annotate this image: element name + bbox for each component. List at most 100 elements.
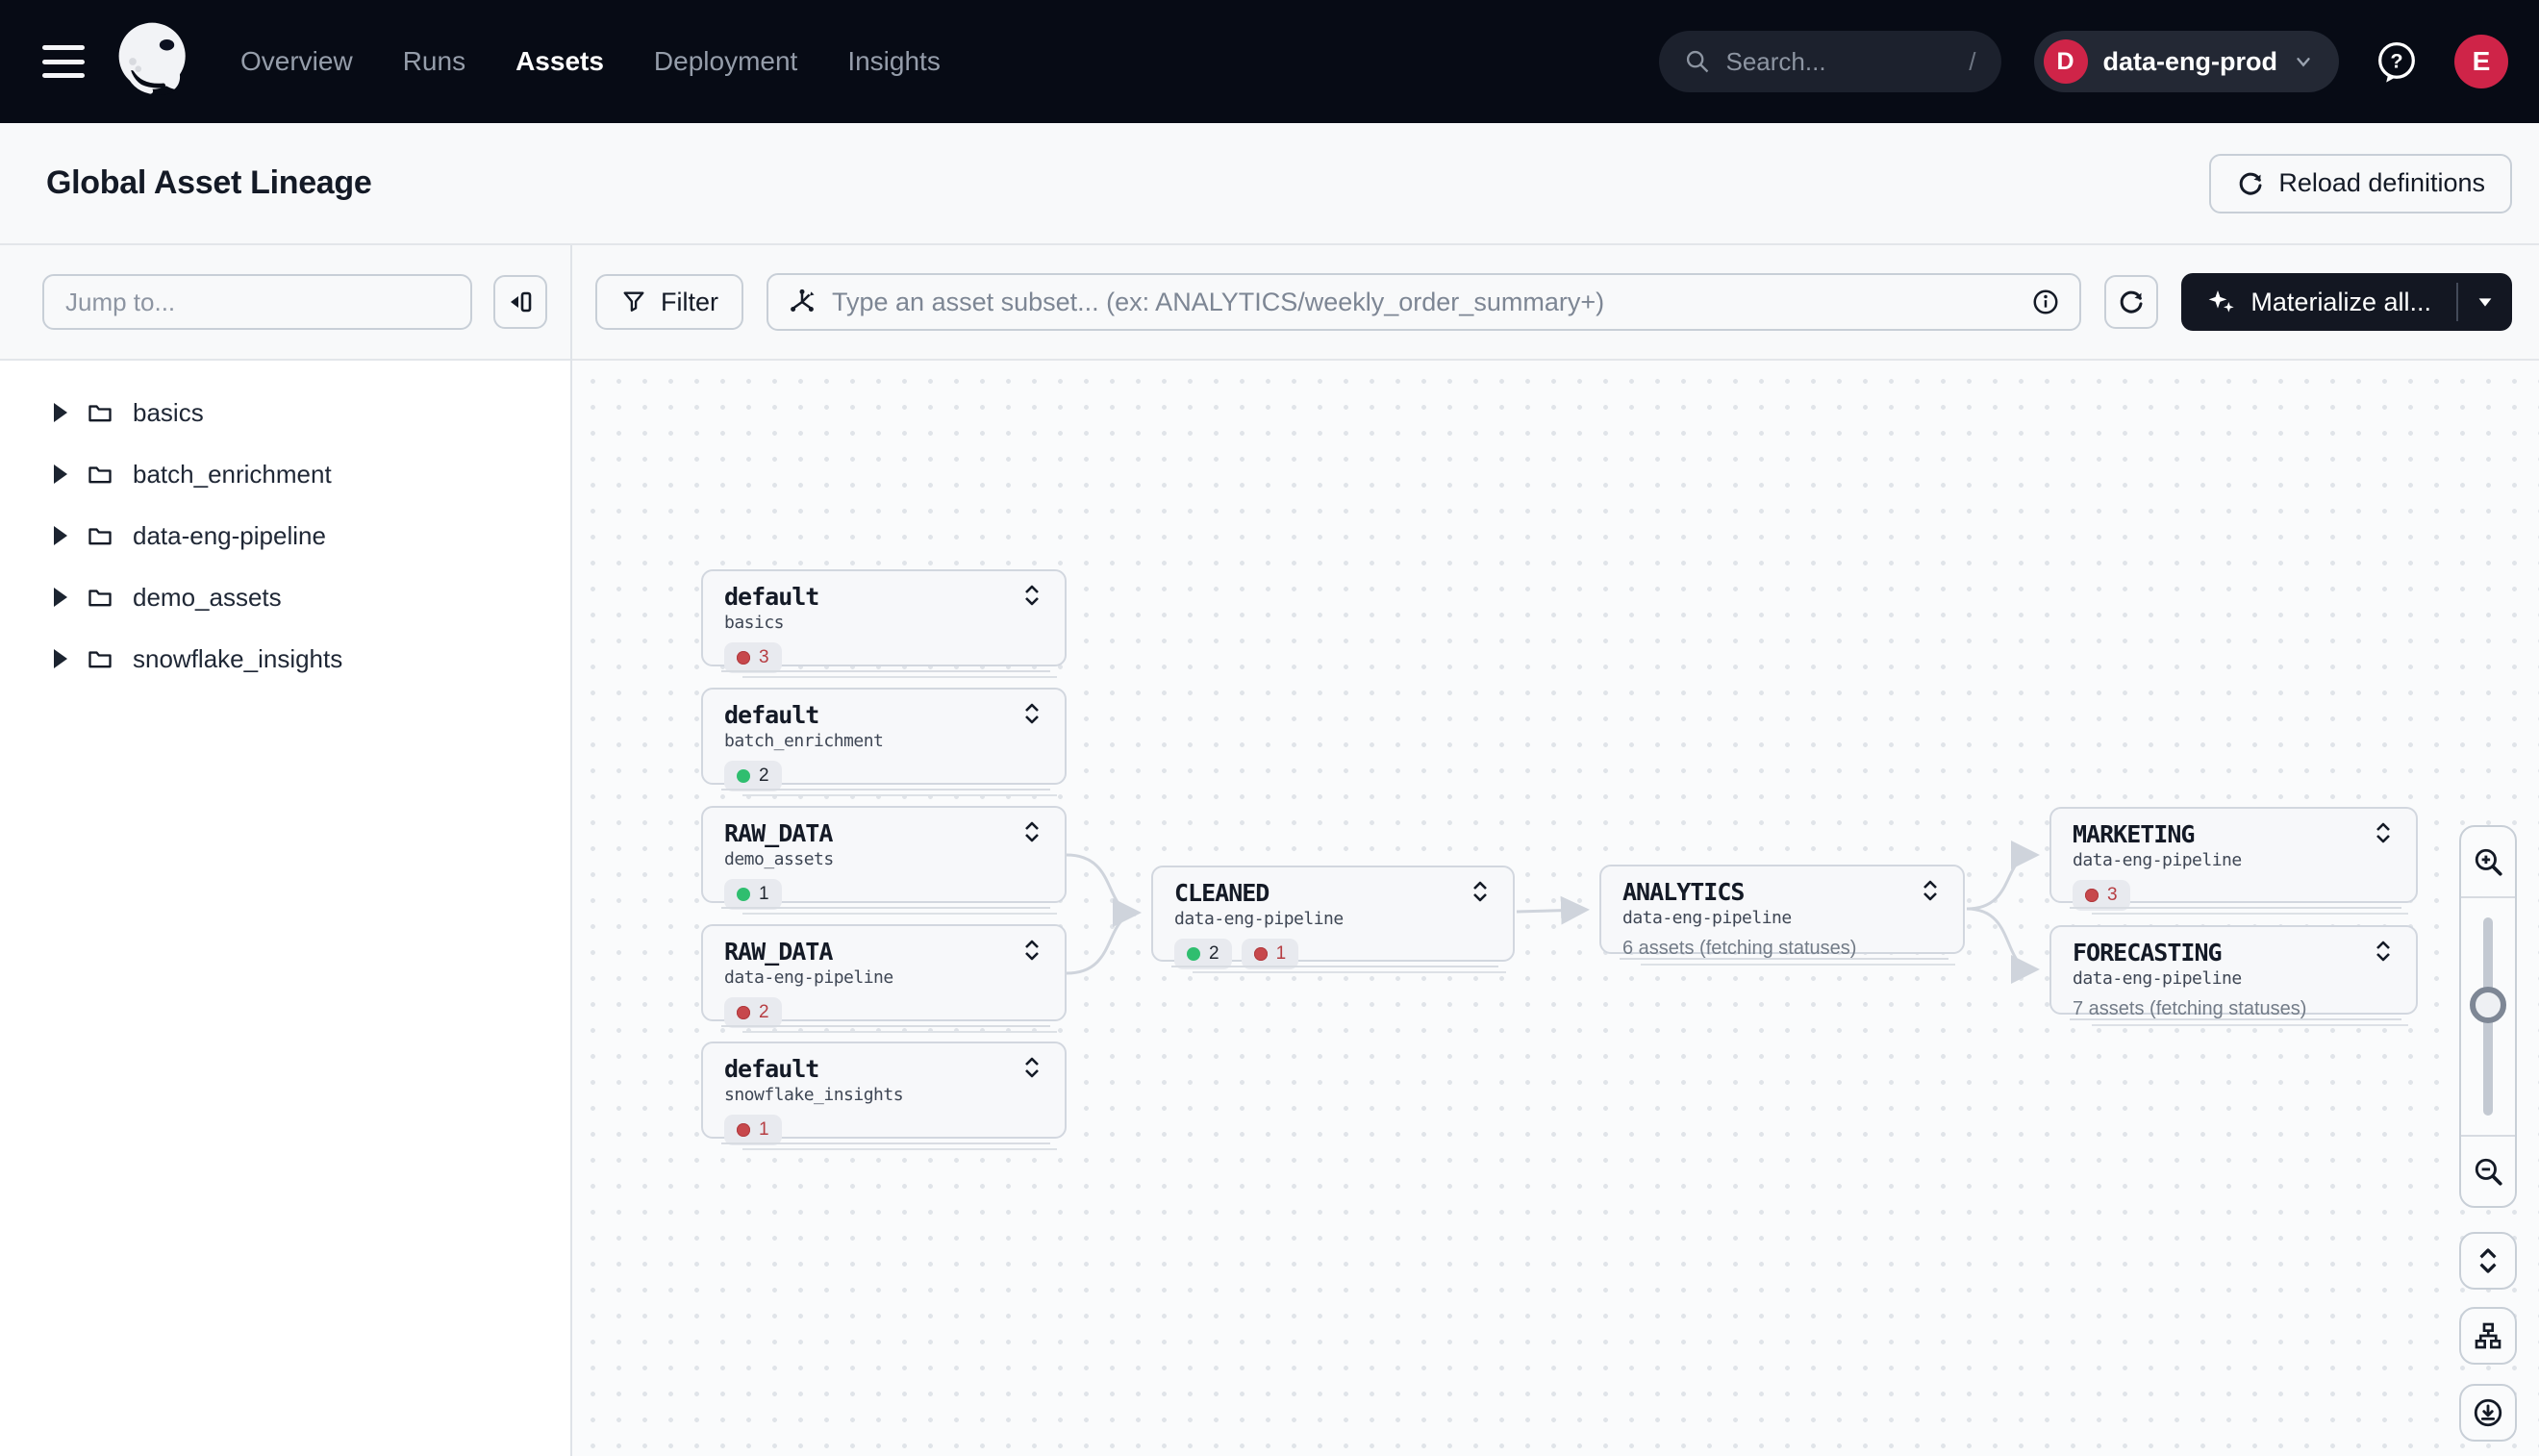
workspace-badge: D (2043, 39, 2088, 84)
tree-item-snowflake-insights[interactable]: snowflake_insights (0, 628, 570, 690)
asset-group-node-rawdata-demo-assets[interactable]: RAW_DATA demo_assets 1 (701, 806, 1067, 915)
asset-group-node-rawdata-data-eng-pipeline[interactable]: RAW_DATA data-eng-pipeline 2 (701, 924, 1067, 1033)
expand-node-icon[interactable] (1919, 878, 1942, 903)
node-subtitle: snowflake_insights (724, 1085, 904, 1105)
caret-right-icon[interactable] (54, 526, 67, 545)
node-title: default (724, 1055, 819, 1083)
asset-group-node-default-basics[interactable]: default basics 3 (701, 569, 1067, 678)
expand-node-icon[interactable] (1020, 938, 1043, 963)
page-header: Global Asset Lineage Reload definitions (0, 123, 2539, 245)
status-badge: 2 (724, 761, 782, 791)
zoom-out-icon (2475, 1158, 2502, 1186)
folder-icon (88, 466, 112, 484)
node-subtitle: batch_enrichment (724, 731, 884, 751)
search-shortcut: / (1969, 46, 1976, 76)
nav-link-overview[interactable]: Overview (240, 46, 353, 76)
asset-group-node-marketing[interactable]: MARKETING data-eng-pipeline 3 (2049, 807, 2418, 915)
failure-dot-icon (737, 1123, 750, 1137)
expand-node-icon[interactable] (1020, 1055, 1043, 1080)
search-input[interactable]: Search... / (1658, 31, 2001, 92)
zoom-slider[interactable] (2461, 898, 2515, 1135)
node-subtitle: data-eng-pipeline (1622, 908, 1792, 928)
workspace-switcher[interactable]: D data-eng-prod (2033, 31, 2339, 92)
collapse-panel-icon (511, 291, 532, 313)
tree-item-data-eng-pipeline[interactable]: data-eng-pipeline (0, 505, 570, 566)
help-icon[interactable]: ? (2372, 37, 2422, 87)
failure-dot-icon (737, 1006, 750, 1019)
folder-icon (88, 590, 112, 607)
folder-icon (88, 651, 112, 668)
hierarchy-icon (2475, 1322, 2501, 1349)
folder-icon (88, 528, 112, 545)
tree-item-batch-enrichment[interactable]: batch_enrichment (0, 443, 570, 505)
expand-node-icon[interactable] (1020, 701, 1043, 726)
reload-definitions-label: Reload definitions (2278, 168, 2485, 197)
status-badge: 1 (1241, 939, 1299, 969)
expand-node-icon[interactable] (1469, 879, 1492, 904)
reload-definitions-button[interactable]: Reload definitions (2209, 153, 2512, 213)
dagster-logo-icon (118, 22, 186, 95)
asset-group-node-default-snowflake-insights[interactable]: default snowflake_insights 1 (701, 1042, 1067, 1150)
avatar[interactable]: E (2454, 35, 2508, 88)
materialize-options-button[interactable] (2458, 273, 2512, 331)
jump-to-input[interactable]: Jump to... (42, 274, 472, 330)
nav-link-assets[interactable]: Assets (515, 46, 604, 76)
nav-link-runs[interactable]: Runs (402, 46, 466, 76)
materialize-all-button[interactable]: Materialize all... (2181, 273, 2456, 331)
materialize-all-label: Materialize all... (2250, 287, 2431, 316)
svg-text:?: ? (2390, 49, 2402, 73)
node-subtitle: basics (724, 613, 785, 633)
status-badge: 1 (724, 879, 782, 910)
folder-icon (88, 405, 112, 422)
zoom-in-button[interactable] (2461, 827, 2515, 898)
caret-down-icon (2478, 298, 2492, 307)
asset-group-node-forecasting[interactable]: FORECASTING data-eng-pipeline 7 assets (… (2049, 925, 2418, 1026)
zoom-slider-thumb[interactable] (2470, 987, 2506, 1023)
layout-tree-button[interactable] (2459, 1307, 2517, 1365)
filter-button[interactable]: Filter (595, 274, 743, 330)
caret-right-icon[interactable] (54, 649, 67, 668)
expand-node-icon[interactable] (1020, 583, 1043, 608)
zoom-out-button[interactable] (2461, 1135, 2515, 1206)
collapse-panel-button[interactable] (493, 275, 547, 329)
expand-collapse-all-button[interactable] (2459, 1232, 2517, 1290)
tree-item-label: batch_enrichment (133, 459, 332, 489)
node-title: default (724, 701, 819, 729)
node-title: FORECASTING (2073, 939, 2223, 966)
search-icon (1686, 50, 1708, 73)
refresh-graph-button[interactable] (2104, 275, 2159, 329)
asset-subset-input[interactable]: Type an asset subset... (ex: ANALYTICS/w… (767, 273, 2082, 331)
asset-tree-sidebar: Jump to... basics batch_enrichment data-… (0, 245, 572, 1456)
tree-item-basics[interactable]: basics (0, 382, 570, 443)
info-icon[interactable] (2031, 288, 2060, 316)
asset-group-node-analytics[interactable]: ANALYTICS data-eng-pipeline 6 assets (fe… (1599, 865, 1965, 966)
chevron-down-icon (2297, 58, 2310, 67)
download-icon (2474, 1398, 2502, 1427)
nav-link-deployment[interactable]: Deployment (653, 46, 798, 76)
filter-label: Filter (661, 287, 718, 316)
asset-group-node-default-batch-enrichment[interactable]: default batch_enrichment 2 (701, 688, 1067, 796)
failure-dot-icon (1253, 947, 1268, 961)
menu-icon[interactable] (42, 45, 85, 78)
node-status-text: 6 assets (fetching statuses) (1622, 938, 1857, 959)
expand-node-icon[interactable] (1020, 819, 1043, 844)
caret-right-icon[interactable] (54, 464, 67, 484)
zoom-controls (2459, 825, 2517, 1208)
node-title: MARKETING (2073, 820, 2195, 848)
tree-item-label: demo_assets (133, 582, 282, 612)
unfold-icon (2479, 1248, 2497, 1273)
download-image-button[interactable] (2459, 1384, 2517, 1442)
asset-group-node-cleaned[interactable]: CLEANED data-eng-pipeline 2 1 (1151, 866, 1515, 973)
lineage-edges (1066, 841, 2040, 984)
materialize-all-split-button: Materialize all... (2181, 273, 2512, 331)
expand-node-icon[interactable] (2372, 820, 2395, 845)
caret-right-icon[interactable] (54, 403, 67, 422)
caret-right-icon[interactable] (54, 588, 67, 607)
filter-funnel-icon (623, 291, 644, 312)
nav-link-insights[interactable]: Insights (847, 46, 941, 76)
node-subtitle: data-eng-pipeline (724, 967, 893, 988)
node-subtitle: data-eng-pipeline (2073, 850, 2242, 870)
tree-item-demo-assets[interactable]: demo_assets (0, 566, 570, 628)
lineage-canvas[interactable]: default basics 3 default batch_enrichmen… (572, 361, 2539, 1456)
expand-node-icon[interactable] (2372, 939, 2395, 964)
